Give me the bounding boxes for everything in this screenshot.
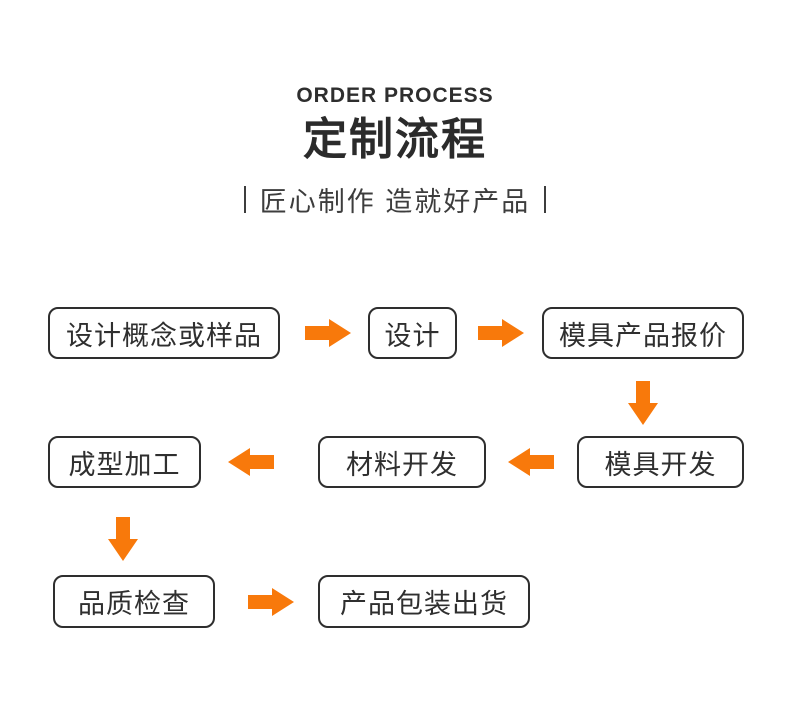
flow-step-material-development: 材料开发 — [318, 436, 486, 488]
flow-step-label: 模具产品报价 — [559, 320, 727, 351]
arrow-right-icon — [305, 319, 351, 347]
subtitle-text: 匠心制作 造就好产品 — [259, 187, 531, 218]
flow-step-label: 设计概念或样品 — [66, 320, 262, 351]
header-eyebrow: ORDER PROCESS — [296, 84, 494, 107]
flow-step-label: 产品包装出货 — [340, 589, 508, 619]
flow-step-molding-process: 成型加工 — [48, 436, 201, 488]
arrow-down-icon — [108, 517, 138, 561]
flow-step-product-packing-shipment: 产品包装出货 — [318, 575, 530, 628]
subtitle-right-bar — [544, 186, 547, 214]
header-subtitle: 匠心制作 造就好产品 — [0, 180, 790, 219]
arrow-left-icon — [508, 448, 554, 476]
flow-step-label: 品质检查 — [78, 589, 190, 619]
subtitle-left-bar — [243, 186, 246, 214]
flow-step-quality-inspection: 品质检查 — [53, 575, 215, 628]
flow-step-label: 材料开发 — [346, 449, 458, 480]
arrow-left-icon — [228, 448, 274, 476]
flow-step-design-concept-or-sample: 设计概念或样品 — [48, 307, 280, 359]
arrow-right-icon — [478, 319, 524, 347]
arrow-right-icon — [248, 588, 294, 616]
arrow-down-icon — [628, 381, 658, 425]
flow-step-mold-development: 模具开发 — [577, 436, 744, 488]
header: ORDER PROCESS 定制流程 匠心制作 造就好产品 — [0, 84, 790, 219]
flow-step-label: 模具开发 — [604, 449, 717, 480]
flow-step-mold-product-quote: 模具产品报价 — [542, 307, 744, 359]
flow-step-label: 设计 — [384, 320, 441, 351]
flow-step-design: 设计 — [368, 307, 457, 359]
page-title: 定制流程 — [303, 115, 487, 164]
flow-step-label: 成型加工 — [68, 449, 181, 480]
